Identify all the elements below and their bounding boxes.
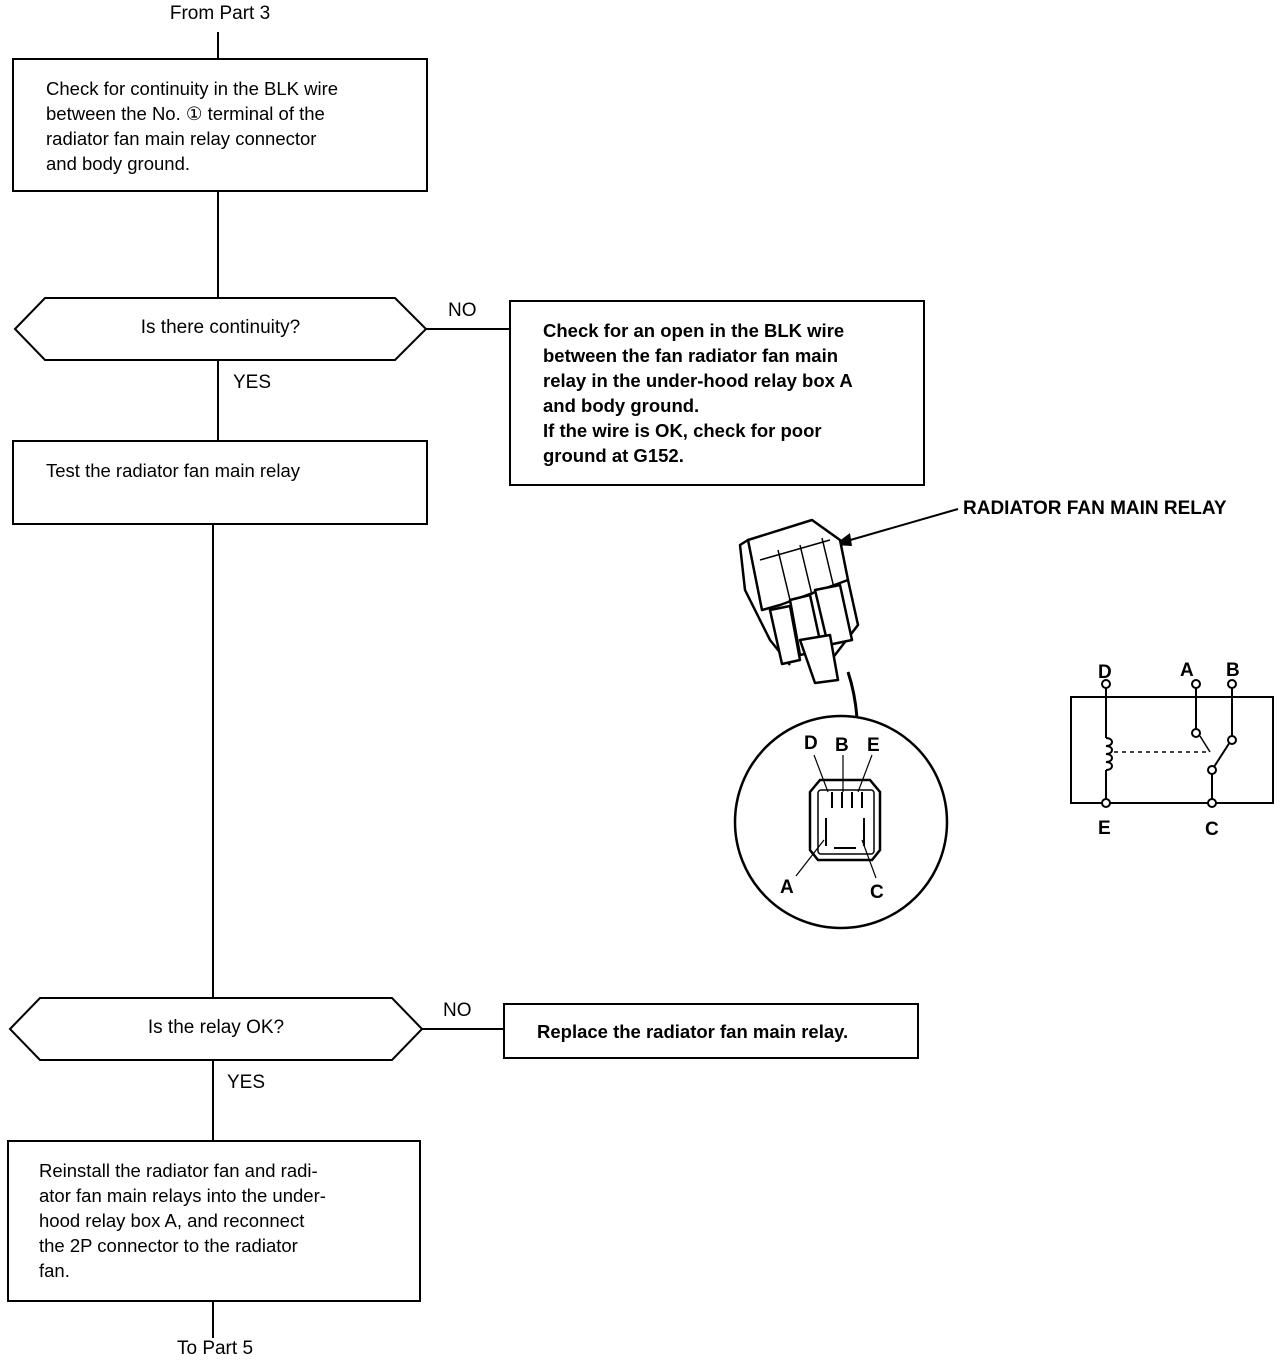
no1-action-box: Check for an open in the BLK wire betwee… [509,300,925,486]
step2-box: Test the radiator fan main relay [12,440,428,525]
schematic-pin-a-label: A [1180,660,1194,681]
decision1-yes-label: YES [233,372,272,393]
decision1-text: Is there continuity? [140,317,301,338]
step1-box: Check for continuity in the BLK wire bet… [12,58,428,192]
from-part3-label: From Part 3 [169,3,271,24]
connector-face [795,754,882,879]
relay-leader-line [839,508,959,544]
connector-pin-d-label: D [804,733,818,754]
connector-pin-c-label: C [870,882,884,903]
step2-text: Test the radiator fan main relay [46,460,300,481]
step3-box: Reinstall the radiator fan and radi- ato… [7,1140,421,1302]
decision2-yes-label: YES [227,1072,266,1093]
step3-text: Reinstall the radiator fan and radi- ato… [39,1160,326,1281]
relay-label: RADIATOR FAN MAIN RELAY [963,498,1227,519]
relay-zoom-leader [846,671,859,719]
schematic-pin-b-label: B [1226,660,1240,681]
schematic-terminals [1101,679,1237,808]
decision2-shape [8,997,424,1061]
decision2-no-label: NO [443,1000,472,1021]
decision1-shape [13,297,428,361]
schematic-pin-e-label: E [1098,818,1111,839]
no2-action-box: Replace the radiator fan main relay. [503,1003,919,1059]
connector-pin-a-label: A [780,877,794,898]
step1-text: Check for continuity in the BLK wire bet… [46,78,339,174]
no2-action-text: Replace the radiator fan main relay. [537,1021,849,1042]
relay-body [738,518,860,685]
schematic-pin-d-label: D [1098,662,1112,683]
relay-schematic [1070,684,1274,804]
decision1-no-label: NO [448,300,477,321]
decision2-text: Is the relay OK? [147,1017,285,1038]
to-part5-label: To Part 5 [176,1338,254,1359]
connector-pin-b-label: B [835,735,849,756]
no1-action-text: Check for an open in the BLK wire betwee… [543,320,853,466]
connector-zoom-circle [733,714,949,930]
connector-pin-e-label: E [867,735,880,756]
schematic-pin-c-label: C [1205,819,1219,840]
